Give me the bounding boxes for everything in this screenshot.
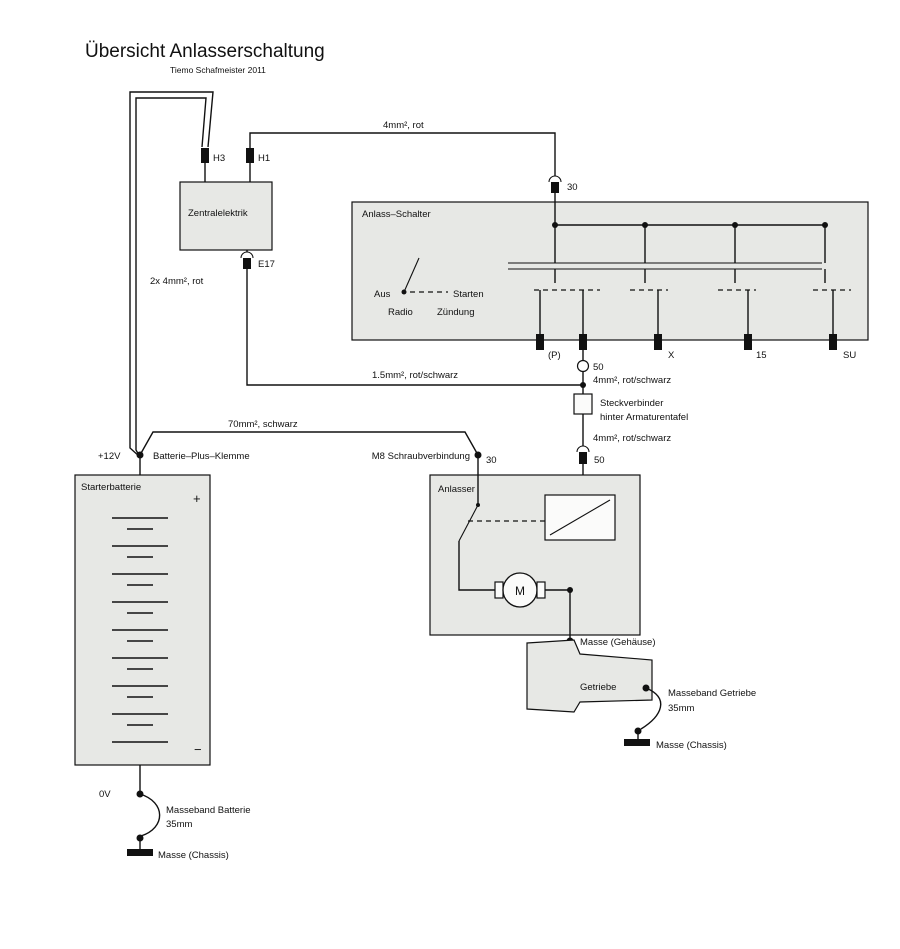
zentralelektrik-label: Zentralelektrik [188, 208, 248, 219]
terminal-15 [744, 334, 752, 350]
masse-gehaeuse-label: Masse (Gehäuse) [580, 637, 656, 648]
terminal-50-boot [576, 445, 590, 453]
wire-label-15mm: 1.5mm², rot/schwarz [372, 370, 458, 381]
terminal-h1 [246, 148, 254, 163]
terminal-50-anlasser [579, 452, 587, 464]
masse-chassis-getriebe-label: Masse (Chassis) [656, 740, 727, 751]
wire-segment [246, 269, 583, 386]
getriebe-shape [526, 639, 653, 713]
wire-2x4mm-rot: 2x 4mm², rot [129, 91, 214, 458]
terminal-p [536, 334, 544, 350]
masse-chassis-batterie-label: Masse (Chassis) [158, 850, 229, 861]
masseband-getriebe-curve [640, 687, 662, 730]
starterbatterie-component: Starterbatterie + − [74, 455, 211, 766]
wire-4mm-rot: 4mm², rot 30 [249, 120, 578, 193]
battery-minus-sign: − [194, 742, 202, 757]
junction-dot [552, 222, 558, 228]
anlass-schalter-label: Anlass–Schalter [362, 209, 431, 220]
terminal-e17 [243, 258, 251, 269]
wire-label-4mm-rot: 4mm², rot [383, 120, 424, 131]
terminal-e17-boot [240, 251, 254, 259]
terminal-50-anlasser-label: 50 [594, 455, 605, 466]
steckverbinder-chain: 4mm², rot/schwarz Steckverbinder hinter … [573, 371, 688, 495]
wire-70mm-schwarz: 70mm², schwarz +12V Batterie–Plus–Klemme… [98, 419, 497, 466]
motor-brush-right [536, 581, 546, 599]
anlasser-label: Anlasser [438, 484, 475, 495]
terminal-30-anlasser-label: 30 [486, 455, 497, 466]
terminal-15-label: 15 [756, 350, 767, 361]
ground-symbol-getriebe [624, 739, 650, 746]
masseband-getriebe-label-2: 35mm [668, 703, 694, 714]
terminal-30-boot [548, 175, 562, 183]
battery-plus-sign: + [193, 491, 201, 506]
wire-segment [135, 97, 207, 458]
diagram-header: Übersicht Anlasserschaltung Tiemo Schafm… [85, 41, 325, 75]
masseband-batterie-curve [139, 793, 161, 837]
masseband-getriebe-label-1: Masseband Getriebe [668, 688, 756, 699]
position-zuendung-label: Zündung [437, 307, 475, 318]
switch-lever [403, 257, 420, 293]
terminal-h3-label: H3 [213, 153, 225, 164]
wire-label-4mm-b: 4mm², rot/schwarz [593, 433, 671, 444]
voltage-plus-label: +12V [98, 451, 121, 462]
masseband-batterie-label-1: Masseband Batterie [166, 805, 251, 816]
wire-segment [249, 132, 556, 176]
getriebe-label: Getriebe [580, 682, 616, 693]
anlass-schalter-component: Anlass–Schalter (P) X [351, 193, 869, 373]
batterie-plus-klemme-label: Batterie–Plus–Klemme [153, 451, 250, 462]
wire-label-2x4mm: 2x 4mm², rot [150, 276, 204, 287]
anlass-schalter-box [351, 201, 869, 341]
page-subtitle: Tiemo Schafmeister 2011 [170, 65, 266, 75]
ground-symbol-batterie [127, 849, 153, 856]
starterbatterie-box [74, 474, 211, 766]
terminal-h3 [201, 148, 209, 163]
getriebe-masse-path: Masseband Getriebe 35mm Masse (Chassis) [624, 687, 756, 751]
batterie-masse-path: 0V Masseband Batterie 35mm Masse (Chassi… [99, 765, 251, 861]
position-aus-label: Aus [374, 289, 391, 300]
zentralelektrik-box [179, 181, 273, 251]
position-starten-label: Starten [453, 289, 484, 300]
wire-segment [129, 91, 214, 458]
getriebe-component: Getriebe [526, 639, 653, 713]
terminal-p-label: (P) [548, 350, 561, 361]
terminal-30-top [551, 182, 559, 193]
wire-label-70mm: 70mm², schwarz [228, 419, 298, 430]
m8-label: M8 Schraubverbindung [372, 451, 470, 462]
anlasser-component: Anlasser M Masse (Gehäuse) [429, 455, 656, 648]
terminal-su [829, 334, 837, 350]
steckverbinder-box [573, 393, 593, 415]
terminal-50-switch [579, 334, 587, 350]
terminal-e17-label: E17 [258, 259, 275, 270]
terminal-x [654, 334, 662, 350]
solenoid-contact-lever [458, 504, 479, 542]
solenoid-diagonal [549, 499, 611, 536]
connector-circle-50 [576, 359, 590, 373]
steckverbinder-label-1: Steckverbinder [600, 398, 663, 409]
terminal-x-label: X [668, 350, 675, 361]
motor-brush-left [494, 581, 504, 599]
masseband-batterie-label-2: 35mm [166, 819, 192, 830]
battery-cells [112, 517, 168, 743]
page-title: Übersicht Anlasserschaltung [85, 41, 325, 62]
wire-label-4mm-a: 4mm², rot/schwarz [593, 375, 671, 386]
zentralelektrik-component: Zentralelektrik H3 H1 E17 [179, 148, 275, 270]
terminal-su-label: SU [843, 350, 856, 361]
position-radio-label: Radio [388, 307, 413, 318]
voltage-zero-label: 0V [99, 789, 111, 800]
terminal-h1-label: H1 [258, 153, 270, 164]
motor-label: M [515, 584, 525, 598]
wire-segment [458, 541, 495, 591]
junction-dot [567, 587, 573, 593]
terminal-50-switch-label: 50 [593, 362, 604, 373]
wire-segment [139, 431, 479, 456]
starterbatterie-label: Starterbatterie [81, 482, 141, 493]
steckverbinder-label-2: hinter Armaturentafel [600, 412, 688, 423]
terminal-30-top-label: 30 [567, 182, 578, 193]
